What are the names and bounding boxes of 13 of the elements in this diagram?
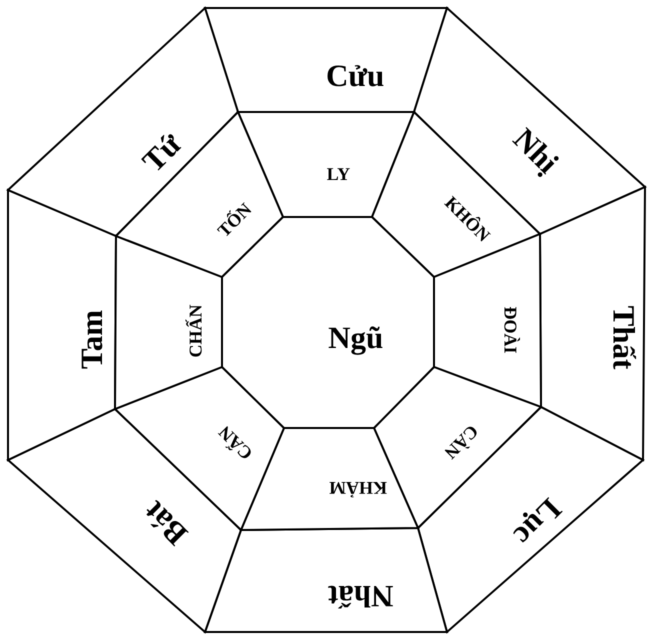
segment-label: Cửu	[326, 60, 384, 91]
segment-label: Tam	[76, 310, 107, 369]
segment-label: CHẤN	[186, 304, 204, 358]
segment-label: ĐOÀI	[502, 306, 520, 354]
segment-label: Lục	[508, 493, 568, 552]
segment-label: Nhất	[328, 580, 394, 612]
segment-label: Ngũ	[328, 322, 384, 354]
segment-label: Nhị	[508, 122, 564, 179]
segment-label: KHẢM	[329, 478, 388, 496]
segment-label: Thất	[608, 306, 640, 370]
segment-label: LY	[326, 164, 350, 182]
segment-label: Bát	[138, 496, 193, 551]
segment-label: Tứ	[136, 127, 186, 177]
